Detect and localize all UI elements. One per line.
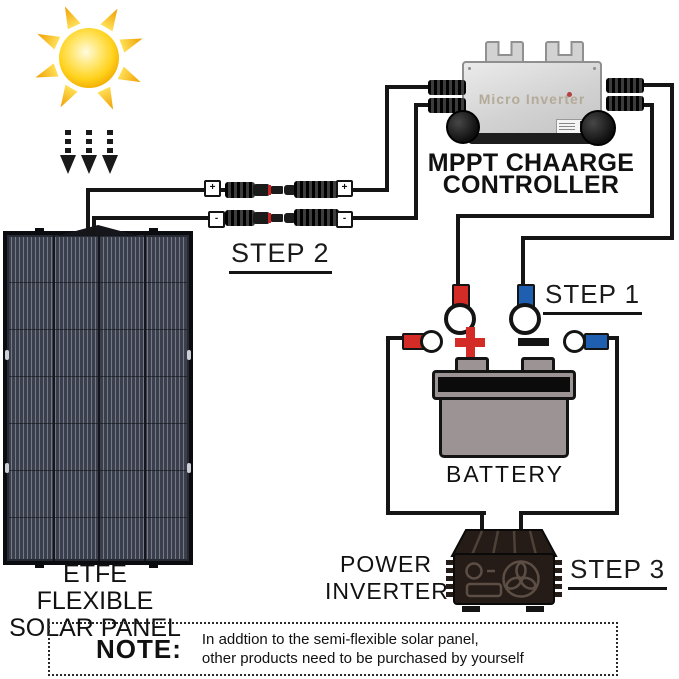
wire-battery-positive [386,336,390,515]
battery-band [438,377,570,392]
wire-pv-negative [414,104,418,220]
wire-pv-negative [92,216,96,234]
solar-panel-label: ETFE FLEXIBLE SOLAR PANEL [9,560,181,642]
wire-out-positive [456,214,654,218]
wire-out-negative [670,83,674,240]
battery-body [439,394,569,458]
controller-label: MPPT CHAARGE CONTROLLER [427,149,635,199]
dc-input-connector [428,80,466,95]
wire-battery-negative [519,511,619,515]
wire-pv-negative [92,216,234,220]
polarity-tag-positive: + [336,180,353,197]
wire-out-negative [521,236,674,240]
micro-inverter-body: Micro Inverter [462,61,602,139]
polarity-tag-negative: - [336,211,353,228]
sun-icon [35,6,143,110]
wire-out-positive [456,214,460,286]
sunlight-arrow [102,130,118,176]
wire-pv-positive [86,188,232,192]
dc-output-connector [606,96,644,111]
note-text: In addtion to the semi-flexible solar pa… [201,631,524,667]
wire-battery-negative [605,336,619,340]
note-heading: NOTE: [96,633,182,664]
fan-icon [502,560,540,598]
heatsink-strip [468,133,596,144]
wire-battery-positive [386,336,404,340]
polarity-tag-positive: + [204,180,221,197]
cable-gland [446,110,480,144]
dc-input-connector [428,98,466,113]
wire-pv-positive [385,85,437,89]
wire-battery-positive [480,511,484,537]
micro-inverter: Micro Inverter [428,38,644,148]
wire-pv-positive [333,188,389,192]
sunlight-arrow [60,130,76,176]
power-inverter-label: POWER INVERTER [325,551,449,604]
wire-pv-positive [86,188,90,234]
polarity-tag-negative: - [208,211,225,228]
micro-inverter-watermark: Micro Inverter [478,91,586,107]
solar-panel [3,225,193,568]
power-inverter [446,529,562,612]
step2-label: STEP 2 [229,238,332,274]
indicator-dot [567,92,572,97]
wire-pv-negative [333,216,417,220]
cable-gland [580,110,616,146]
outlet-icon [465,562,483,580]
panel-junction-flap [57,225,139,236]
sunlight-arrow [81,130,97,176]
wire-out-negative [628,83,674,87]
wire-pv-negative [414,103,440,107]
wire-pv-positive [385,86,389,192]
note-box: NOTE: In addtion to the semi-flexible so… [48,622,618,676]
step1-label: STEP 1 [543,279,643,315]
wire-battery-negative [615,336,619,515]
battery-label: BATTERY [446,461,564,487]
step3-label: STEP 3 [568,554,668,590]
wire-battery-positive [386,511,486,515]
wire-out-negative [521,236,525,286]
wire-battery-negative [519,511,523,537]
dc-output-connector [606,78,644,93]
wire-out-positive [650,103,654,218]
